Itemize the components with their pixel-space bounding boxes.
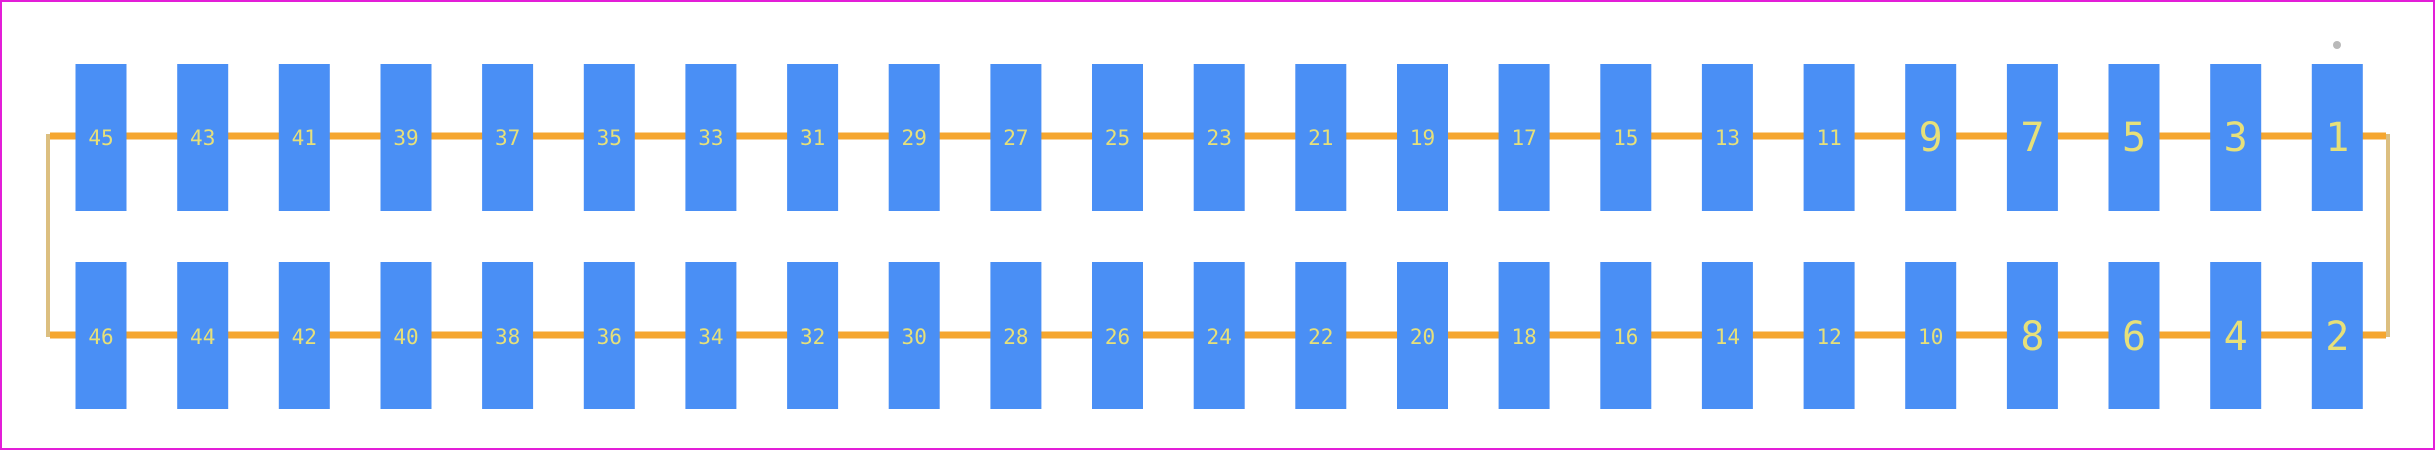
pad-14 bbox=[1701, 262, 1753, 409]
pad-43 bbox=[177, 64, 229, 211]
pad-7 bbox=[2006, 64, 2058, 211]
pad-label: 1 bbox=[2325, 115, 2349, 161]
pad-label: 14 bbox=[1715, 325, 1740, 349]
pad-label: 31 bbox=[800, 126, 825, 150]
pad-label: 7 bbox=[2020, 115, 2044, 161]
pad-label: 46 bbox=[88, 325, 113, 349]
pad-label: 6 bbox=[2122, 314, 2146, 360]
pad-label: 32 bbox=[800, 325, 825, 349]
pad-label: 21 bbox=[1308, 126, 1333, 150]
pad-label: 18 bbox=[1511, 325, 1536, 349]
pad-24 bbox=[1193, 262, 1245, 409]
pad-label: 22 bbox=[1308, 325, 1333, 349]
pad-8 bbox=[2006, 262, 2058, 409]
pad-label: 10 bbox=[1918, 325, 1943, 349]
pad-19 bbox=[1397, 64, 1448, 211]
pad-11 bbox=[1803, 64, 1855, 211]
pad-1 bbox=[2311, 64, 2363, 211]
pad-label: 28 bbox=[1003, 325, 1028, 349]
pad-46 bbox=[75, 262, 127, 409]
pad-label: 3 bbox=[2224, 115, 2248, 161]
pad-label: 45 bbox=[88, 126, 113, 150]
pad-13 bbox=[1701, 64, 1753, 211]
pad-10 bbox=[1905, 262, 1957, 409]
pad-label: 15 bbox=[1613, 126, 1638, 150]
pad-label: 11 bbox=[1816, 126, 1841, 150]
pad-33 bbox=[685, 64, 737, 211]
pad-18 bbox=[1498, 262, 1550, 409]
pad-28 bbox=[990, 262, 1042, 409]
pad-label: 40 bbox=[393, 325, 418, 349]
pad-32 bbox=[787, 262, 839, 409]
pad-15 bbox=[1600, 64, 1652, 211]
pad-label: 43 bbox=[190, 126, 215, 150]
pad-5 bbox=[2108, 64, 2160, 211]
pad-label: 37 bbox=[495, 126, 520, 150]
pad-41 bbox=[278, 64, 330, 211]
pad-23 bbox=[1193, 64, 1245, 211]
pad-20 bbox=[1397, 262, 1448, 409]
pad-label: 44 bbox=[190, 325, 215, 349]
pad-37 bbox=[482, 64, 534, 211]
pad-38 bbox=[482, 262, 534, 409]
pad-26 bbox=[1092, 262, 1143, 409]
pad-label: 29 bbox=[902, 126, 927, 150]
pad-29 bbox=[888, 64, 940, 211]
pad-label: 23 bbox=[1207, 126, 1232, 150]
pad-44 bbox=[177, 262, 229, 409]
pad-45 bbox=[75, 64, 127, 211]
dot-icon bbox=[2333, 41, 2341, 49]
pad-layer bbox=[75, 64, 2363, 409]
pad-2 bbox=[2311, 262, 2363, 409]
pad-label: 35 bbox=[597, 126, 622, 150]
pad-label: 4 bbox=[2224, 314, 2248, 360]
pad-label: 26 bbox=[1105, 325, 1130, 349]
pad-label: 16 bbox=[1613, 325, 1638, 349]
pad-label: 33 bbox=[698, 126, 723, 150]
pad-label: 13 bbox=[1715, 126, 1740, 150]
pad-label: 36 bbox=[597, 325, 622, 349]
pad-label: 30 bbox=[902, 325, 927, 349]
pad-label: 38 bbox=[495, 325, 520, 349]
pad-label: 27 bbox=[1003, 126, 1028, 150]
pad-30 bbox=[888, 262, 940, 409]
pad-9 bbox=[1905, 64, 1957, 211]
courtyard-right bbox=[2386, 134, 2390, 337]
pad-label: 9 bbox=[1919, 115, 1943, 161]
pad-label: 19 bbox=[1410, 126, 1435, 150]
pad-27 bbox=[990, 64, 1042, 211]
pad-35 bbox=[583, 64, 635, 211]
pad-label: 41 bbox=[292, 126, 317, 150]
pad-label: 8 bbox=[2020, 314, 2044, 360]
pad-label: 20 bbox=[1410, 325, 1435, 349]
pad-31 bbox=[787, 64, 839, 211]
courtyard-left bbox=[46, 134, 50, 337]
pad-4 bbox=[2210, 262, 2262, 409]
pad-label: 2 bbox=[2325, 314, 2349, 360]
pad-21 bbox=[1295, 64, 1347, 211]
pad-3 bbox=[2210, 64, 2262, 211]
pad-label: 34 bbox=[698, 325, 723, 349]
pad-label: 42 bbox=[292, 325, 317, 349]
pad-6 bbox=[2108, 262, 2160, 409]
pad-16 bbox=[1600, 262, 1652, 409]
pad-22 bbox=[1295, 262, 1347, 409]
pad-label: 12 bbox=[1816, 325, 1841, 349]
pad-label: 24 bbox=[1207, 325, 1232, 349]
pad-36 bbox=[583, 262, 635, 409]
pad-label: 5 bbox=[2122, 115, 2146, 161]
pad-17 bbox=[1498, 64, 1550, 211]
pad-42 bbox=[278, 262, 330, 409]
pad-12 bbox=[1803, 262, 1855, 409]
pad-label: 17 bbox=[1511, 126, 1536, 150]
pad-39 bbox=[380, 64, 432, 211]
pad-25 bbox=[1092, 64, 1143, 211]
pad-34 bbox=[685, 262, 737, 409]
pad-label: 39 bbox=[393, 126, 418, 150]
pad-label: 25 bbox=[1105, 126, 1130, 150]
pad-40 bbox=[380, 262, 432, 409]
